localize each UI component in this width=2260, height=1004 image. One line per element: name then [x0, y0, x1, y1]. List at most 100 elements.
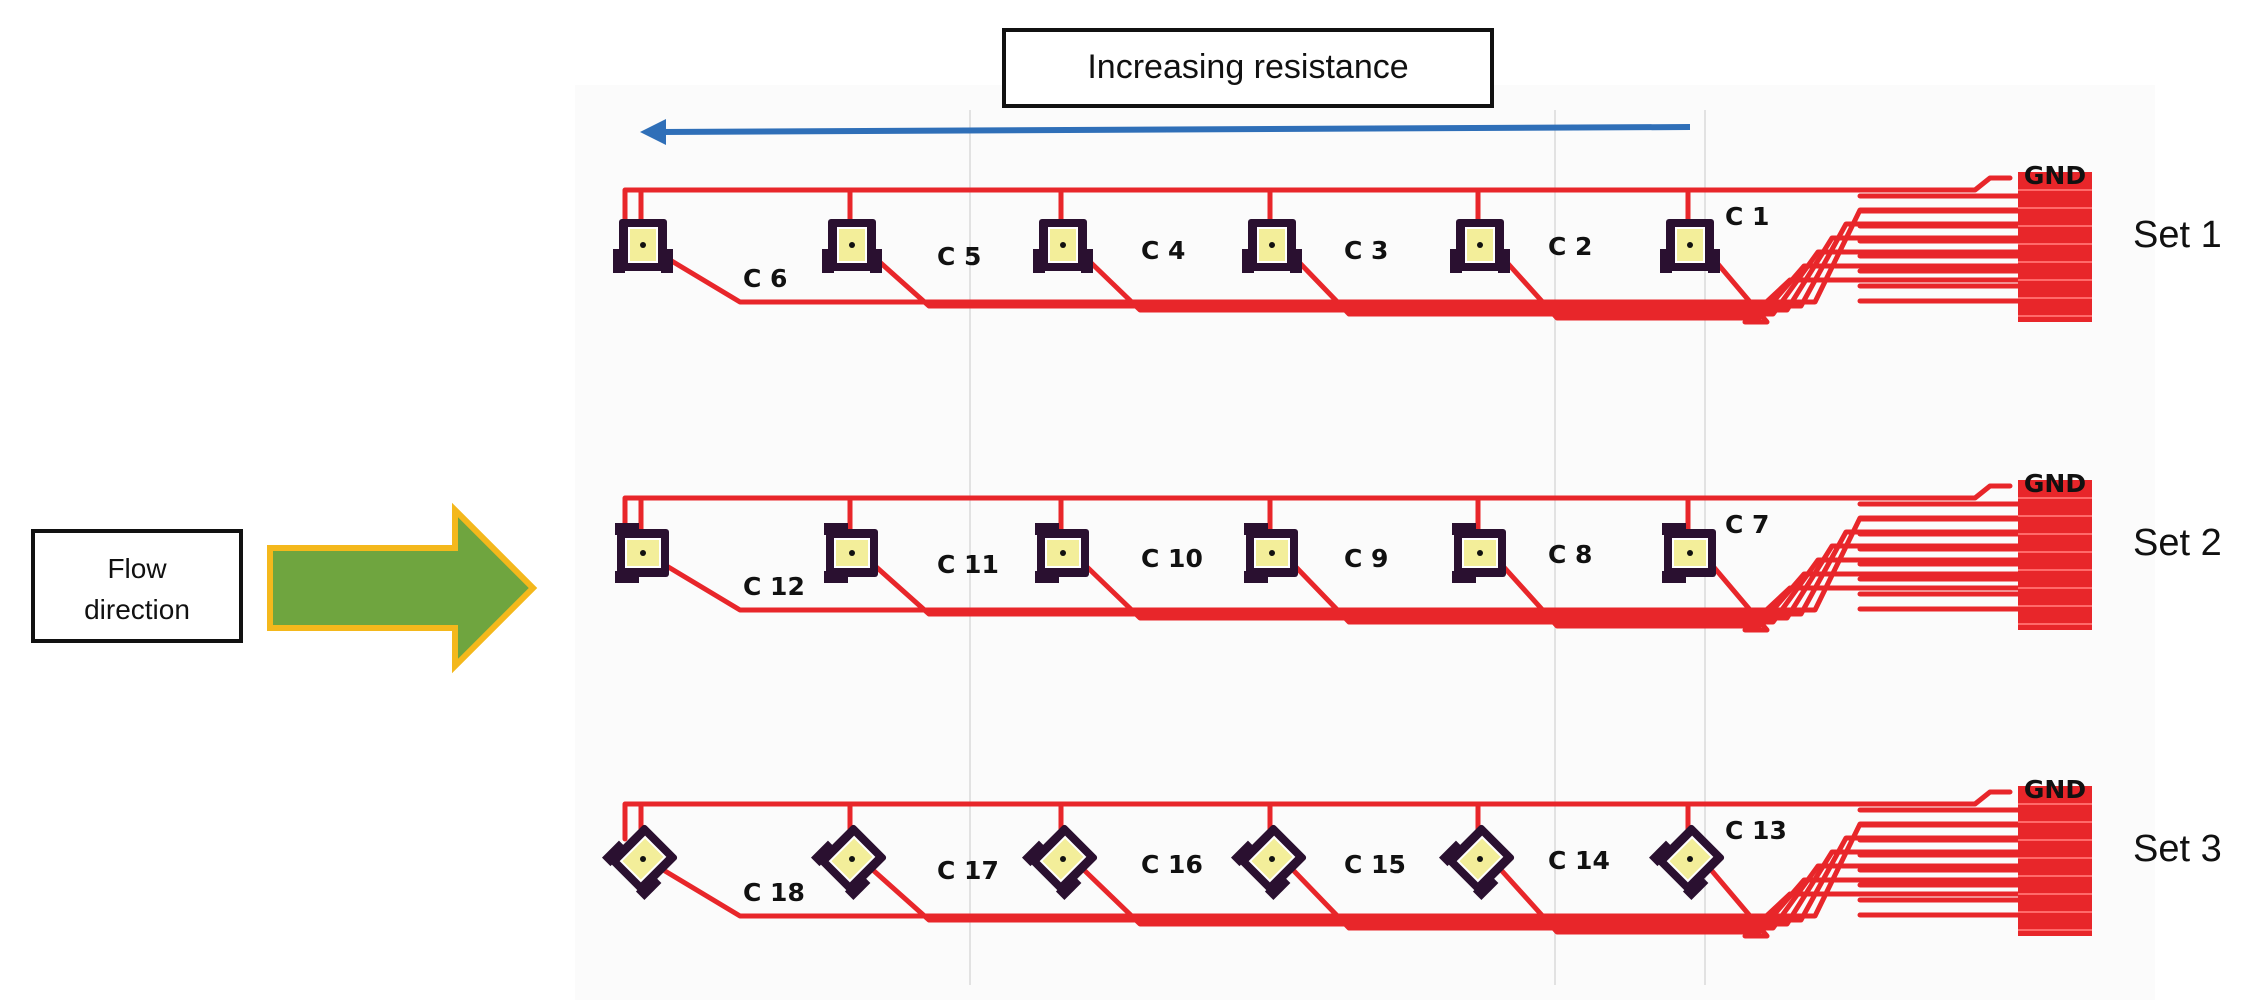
- flow-direction-box: [31, 529, 243, 643]
- capacitor-component: [822, 219, 882, 273]
- flow-direction-label-line1: Flow: [107, 553, 167, 584]
- capacitor-label: C 14: [1548, 846, 1610, 875]
- component-terminal: [870, 249, 882, 273]
- flow-direction-label-line2: direction: [84, 594, 190, 625]
- component-terminal: [1438, 840, 1465, 867]
- component-terminal: [1035, 523, 1059, 535]
- signal-trace: [1499, 254, 2038, 321]
- component-center-dot: [1687, 242, 1693, 248]
- component-center-dot: [1060, 856, 1066, 862]
- capacitor-component: [1021, 824, 1098, 901]
- capacitor-label: C 16: [1141, 850, 1203, 879]
- gnd-label: GND: [2024, 775, 2086, 804]
- component-center-dot: [849, 856, 855, 862]
- capacitor-component: [1244, 523, 1298, 583]
- set-label: Set 2: [2133, 522, 2222, 564]
- capacitor-component: [810, 824, 887, 901]
- capacitor-component: [1452, 523, 1506, 583]
- component-terminal: [1035, 571, 1059, 583]
- increasing-resistance-label: Increasing resistance: [1087, 48, 1408, 86]
- component-center-dot: [640, 550, 646, 556]
- set-label: Set 1: [2133, 214, 2222, 256]
- component-terminal: [824, 571, 848, 583]
- common-top-trace: [622, 483, 2013, 536]
- component-terminal: [1290, 249, 1302, 273]
- component-terminal: [1230, 840, 1257, 867]
- flow-direction-arrow: [267, 502, 538, 674]
- capacitor-component: [613, 219, 673, 273]
- component-terminal: [1472, 874, 1499, 901]
- component-center-dot: [1060, 242, 1066, 248]
- component-center-dot: [1060, 550, 1066, 556]
- capacitor-component: [1660, 219, 1720, 273]
- component-pad: [1048, 227, 1078, 263]
- component-terminal: [1244, 571, 1268, 583]
- component-center-dot: [640, 856, 646, 862]
- component-terminal: [822, 249, 834, 273]
- capacitor-component: [615, 523, 669, 583]
- capacitor-label: C 9: [1344, 544, 1388, 573]
- component-center-dot: [849, 242, 855, 248]
- component-center-dot: [1687, 856, 1693, 862]
- component-terminal: [1682, 874, 1709, 901]
- component-center-dot: [1269, 242, 1275, 248]
- capacitor-label: C 7: [1725, 510, 1769, 539]
- signal-trace: [1082, 543, 2038, 621]
- component-terminal: [1021, 840, 1048, 867]
- component-terminal: [824, 523, 848, 535]
- resistance-arrow: [640, 119, 1691, 145]
- signal-trace: [1082, 849, 2038, 927]
- capacitor-label: C 5: [937, 242, 981, 271]
- increasing-resistance-box: [1002, 28, 1494, 108]
- signal-trace: [1082, 235, 2038, 313]
- component-terminal: [844, 874, 871, 901]
- component-terminal: [1452, 523, 1476, 535]
- component-center-dot: [640, 242, 646, 248]
- capacitor-component: [1648, 824, 1725, 901]
- component-terminal: [1244, 523, 1268, 535]
- component-terminal: [635, 874, 662, 901]
- component-center-dot: [1269, 550, 1275, 556]
- capacitor-component: [1033, 219, 1093, 273]
- component-terminal: [615, 571, 639, 583]
- component-terminal: [1033, 249, 1045, 273]
- gnd-label: GND: [2024, 161, 2086, 190]
- capacitor-label: C 6: [743, 264, 787, 293]
- capacitor-label: C 12: [743, 572, 805, 601]
- component-terminal: [1648, 840, 1675, 867]
- component-pad: [1675, 227, 1705, 263]
- capacitor-component: [1438, 824, 1515, 901]
- ground-connector: [2018, 172, 2092, 322]
- capacitor-label: C 10: [1141, 544, 1203, 573]
- capacitor-component: [1450, 219, 1510, 273]
- signal-trace: [1499, 868, 2038, 935]
- signal-trace: [1499, 562, 2038, 629]
- capacitor-component: [824, 523, 878, 583]
- component-terminal: [1450, 249, 1462, 273]
- component-terminal: [1452, 571, 1476, 583]
- component-center-dot: [1477, 550, 1483, 556]
- component-terminal: [810, 840, 837, 867]
- capacitor-component: [601, 824, 678, 901]
- component-center-dot: [1687, 550, 1693, 556]
- capacitor-component: [1242, 219, 1302, 273]
- component-center-dot: [1269, 856, 1275, 862]
- component-center-dot: [1477, 856, 1483, 862]
- component-terminal: [1660, 249, 1672, 273]
- component-terminal: [1498, 249, 1510, 273]
- capacitor-label: C 15: [1344, 850, 1406, 879]
- component-terminal: [601, 840, 628, 867]
- capacitor-label: C 17: [937, 856, 999, 885]
- common-top-trace: [622, 789, 2013, 842]
- signal-trace: [1291, 863, 2038, 931]
- ground-connector: [2018, 786, 2092, 936]
- capacitor-component: [1230, 824, 1307, 901]
- capacitor-label: C 8: [1548, 540, 1592, 569]
- capacitor-label: C 3: [1344, 236, 1388, 265]
- component-terminal: [613, 249, 625, 273]
- component-terminal: [615, 523, 639, 535]
